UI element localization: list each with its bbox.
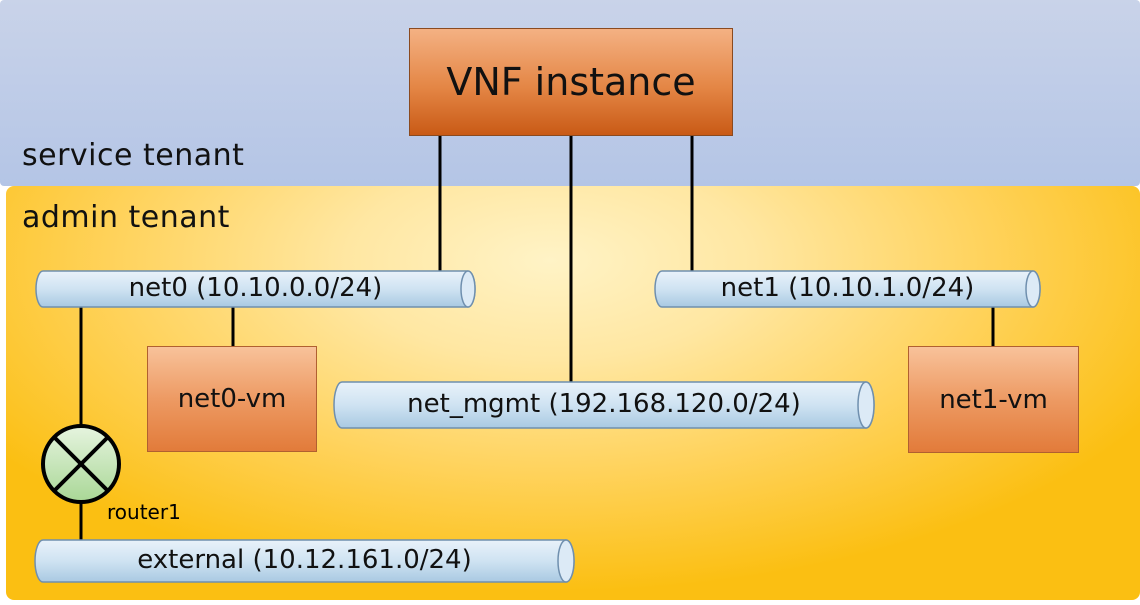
service-tenant-label: service tenant bbox=[22, 138, 245, 173]
admin-tenant-label: admin tenant bbox=[22, 200, 230, 235]
net1-vm-box: net1-vm bbox=[908, 346, 1079, 453]
vnf-instance-label: VNF instance bbox=[446, 60, 696, 104]
vnf-instance-box: VNF instance bbox=[409, 28, 733, 136]
router-icon bbox=[41, 424, 121, 504]
net0-vm-label: net0-vm bbox=[177, 384, 287, 414]
net-mgmt-label: net_mgmt (192.168.120.0/24) bbox=[407, 389, 801, 419]
net0-vm-box: net0-vm bbox=[147, 346, 317, 452]
net0-label: net0 (10.10.0.0/24) bbox=[128, 273, 383, 303]
net-mgmt-pipe bbox=[333, 381, 875, 429]
net0-pipe bbox=[35, 270, 476, 308]
router-label: router1 bbox=[107, 500, 181, 524]
net1-vm-label: net1-vm bbox=[939, 384, 1048, 415]
external-label: external (10.12.161.0/24) bbox=[137, 545, 472, 575]
net1-label: net1 (10.10.1.0/24) bbox=[720, 273, 975, 303]
external-pipe bbox=[34, 539, 575, 583]
net1-pipe bbox=[654, 270, 1041, 308]
